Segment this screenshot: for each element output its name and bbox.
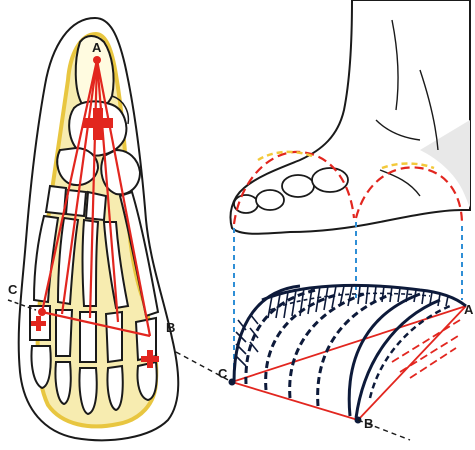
toe-4-proximal	[106, 312, 122, 362]
arch-vault: C B A	[176, 285, 474, 440]
point-c-dot	[38, 308, 46, 316]
label-c-arch: C	[218, 366, 228, 381]
toe-3-proximal	[80, 312, 96, 362]
toe-3-distal	[79, 368, 96, 414]
label-b-plantar: B	[166, 320, 175, 335]
label-b-arch: B	[364, 416, 373, 431]
label-c-plantar: C	[8, 282, 18, 297]
cuneiform-bone-1	[46, 186, 66, 214]
vault-arches	[234, 286, 450, 418]
label-a-plantar: A	[92, 40, 102, 55]
cuneiform-bone-3	[86, 192, 106, 220]
point-a-dot	[93, 56, 101, 64]
lateral-foot-view	[231, 0, 471, 234]
plantar-foot-view: A C B	[8, 18, 178, 440]
label-a-arch: A	[464, 302, 474, 317]
